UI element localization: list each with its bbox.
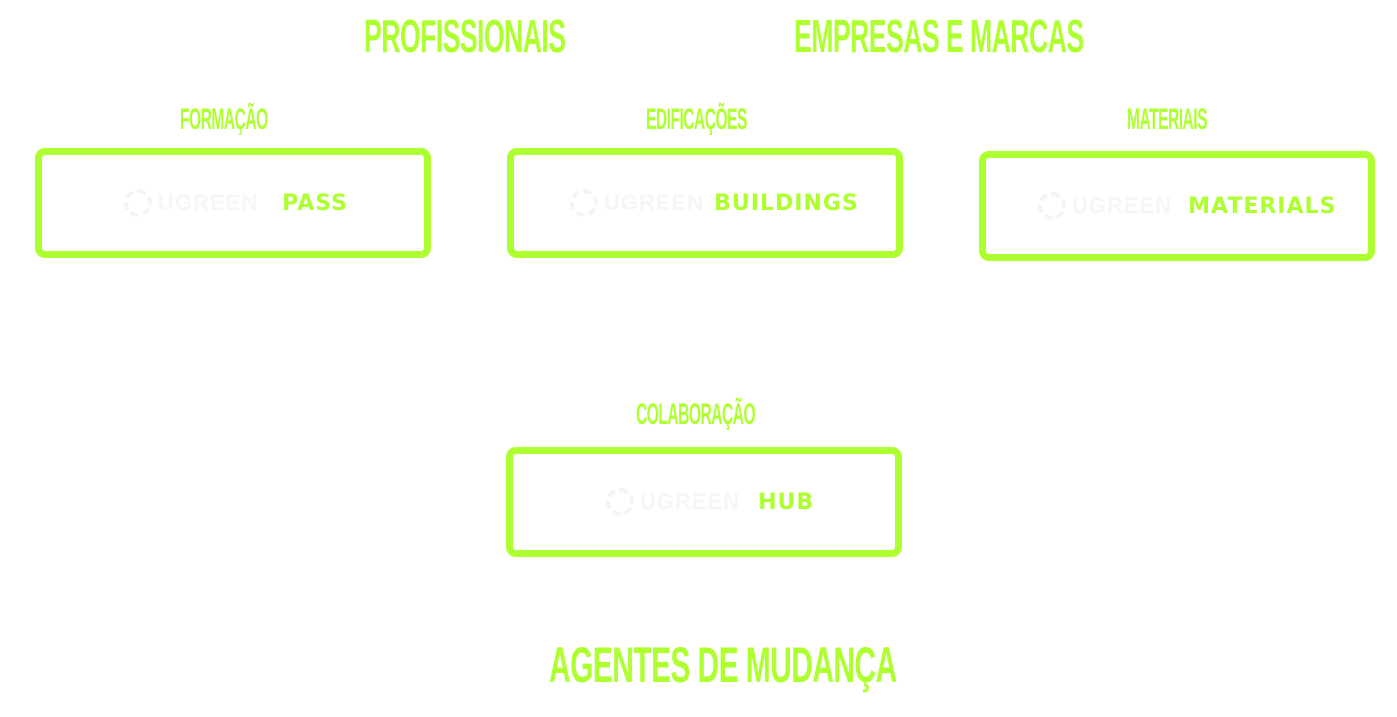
logo-product-text: HUB bbox=[758, 489, 815, 515]
ring-logo-icon bbox=[124, 189, 152, 217]
card-buildings[interactable]: UGREEN BUILDINGS bbox=[507, 148, 903, 258]
header-empresas-e-marcas: EMPRESAS E MARCAS bbox=[794, 10, 1084, 62]
logo-pass: UGREEN PASS bbox=[124, 189, 348, 217]
ring-logo-icon bbox=[570, 189, 598, 217]
header-profissionais: PROFISSIONAIS bbox=[364, 10, 566, 62]
section-title-materiais: MATERIAIS bbox=[1127, 103, 1207, 136]
section-title-formacao: FORMAÇÃO bbox=[180, 103, 268, 136]
logo-brand-text: UGREEN bbox=[640, 489, 741, 514]
logo-hub: UGREEN HUB bbox=[606, 488, 814, 516]
section-title-colaboracao: COLABORAÇÃO bbox=[636, 398, 756, 431]
logo-product-text: MATERIALS bbox=[1188, 193, 1337, 219]
logo-brand-text: UGREEN bbox=[1072, 193, 1173, 218]
ring-logo-icon bbox=[606, 488, 634, 516]
section-title-edificacoes: EDIFICAÇÕES bbox=[646, 103, 747, 136]
logo-buildings: UGREEN BUILDINGS bbox=[570, 189, 859, 217]
logo-brand-text: UGREEN bbox=[604, 190, 705, 215]
card-materials[interactable]: UGREEN MATERIALS bbox=[979, 151, 1375, 261]
logo-brand-text: UGREEN bbox=[158, 190, 259, 215]
logo-product-text: PASS bbox=[282, 190, 348, 216]
logo-materials: UGREEN MATERIALS bbox=[1038, 192, 1336, 220]
card-pass[interactable]: UGREEN PASS bbox=[35, 148, 431, 258]
ring-logo-icon bbox=[1038, 192, 1066, 220]
card-hub[interactable]: UGREEN HUB bbox=[506, 447, 902, 557]
logo-product-text: BUILDINGS bbox=[714, 190, 859, 216]
header-agentes-de-mudanca: AGENTES DE MUDANÇA bbox=[549, 637, 897, 693]
